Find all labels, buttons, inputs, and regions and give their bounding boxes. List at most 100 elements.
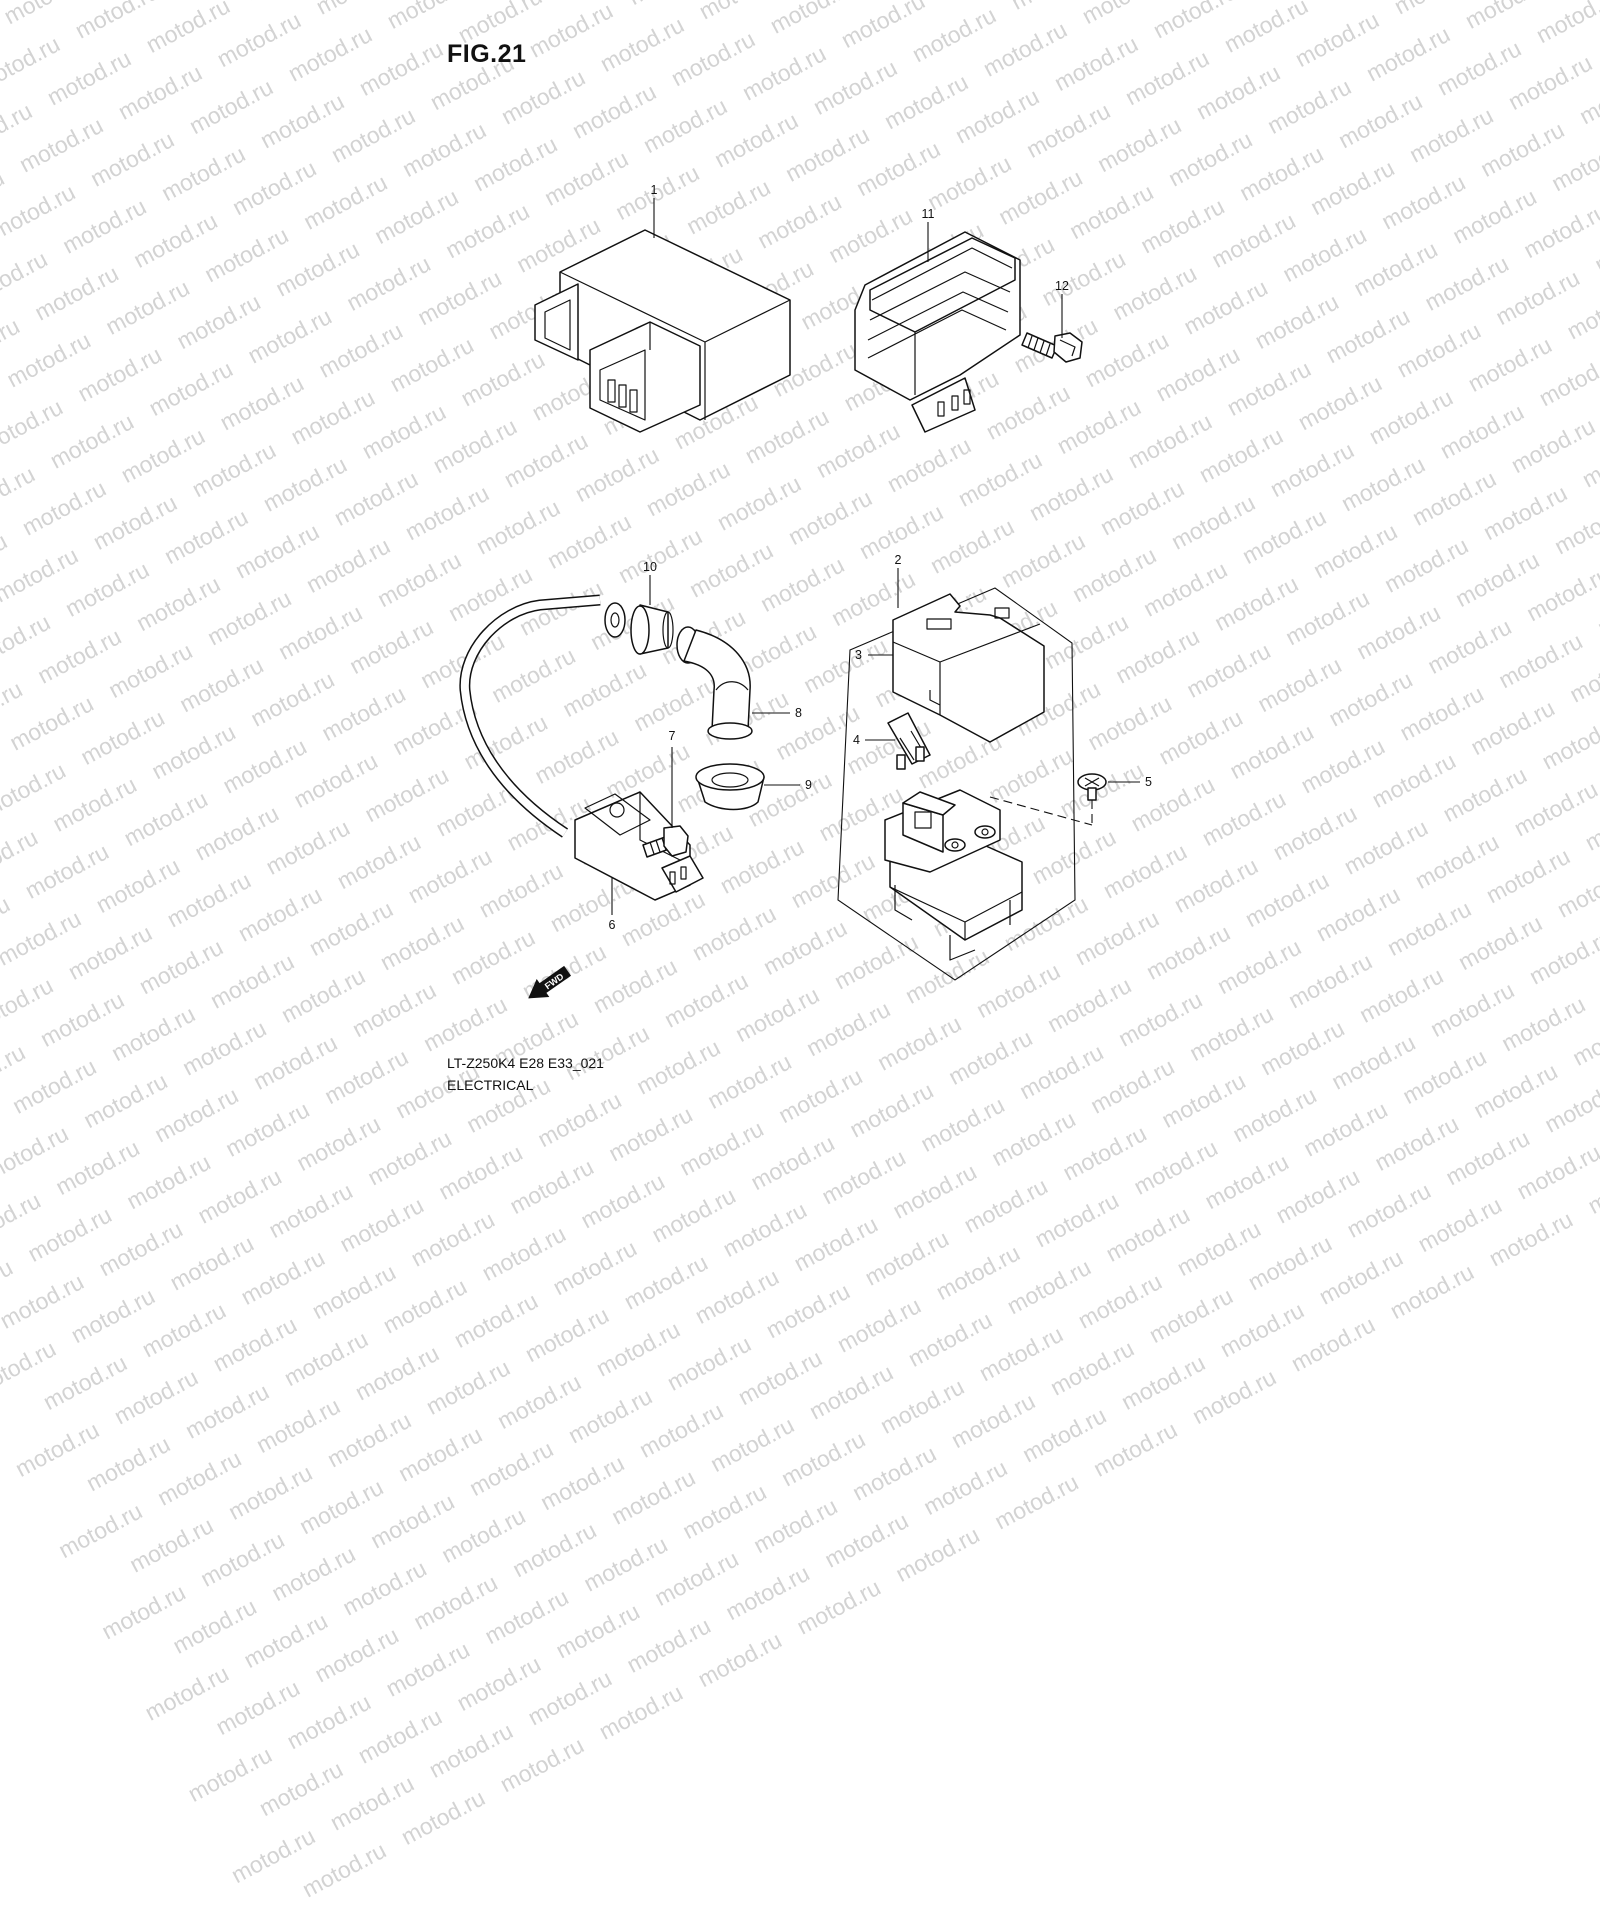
watermark-text: motod.ru [832, 1292, 926, 1358]
watermark-text: motod.ru [946, 1387, 1040, 1454]
watermark-text: motod.ru [424, 1717, 517, 1783]
part-3-relay-cover [892, 593, 1045, 743]
watermark-text: motod.ru [310, 1621, 403, 1688]
watermark-text: motod.ru [777, 1425, 870, 1492]
watermark-text: motod.ru [761, 1277, 855, 1344]
watermark-text: motod.ru [66, 1282, 159, 1349]
watermark-text: motod.ru [792, 1573, 885, 1640]
watermark-text: motod.ru [208, 1311, 302, 1377]
parts-diagram: 1 2 3 4 5 6 7 8 9 10 11 12 FWD [459, 183, 1152, 999]
watermark-text: motod.ru [548, 1234, 641, 1301]
watermark-text: motod.ru [239, 1607, 332, 1674]
watermark-text: motod.ru [1144, 1282, 1238, 1348]
watermark-text: motod.ru [1385, 1258, 1479, 1325]
watermark-text: motod.ru [282, 1688, 375, 1755]
watermark-text: motod.ru [1484, 1205, 1577, 1272]
watermark-text: motod.ru [97, 1578, 190, 1645]
callout-4: 4 [853, 733, 860, 747]
watermark-text: motod.ru [226, 1822, 320, 1889]
watermark-text: motod.ru [366, 1488, 459, 1554]
callout-12: 12 [1055, 279, 1069, 293]
watermark-text: motod.ru [338, 1554, 431, 1621]
watermark-text: motod.ru [1172, 1215, 1265, 1282]
section-name: ELECTRICAL [447, 1077, 534, 1093]
watermark-text: motod.ru [523, 1664, 616, 1731]
watermark-text: motod.ru [749, 1492, 842, 1559]
watermark-text: motod.ru [381, 1636, 474, 1702]
watermark-text: motod.ru [94, 1215, 187, 1282]
watermark-text: motod.ru [393, 1421, 487, 1487]
callout-1: 1 [651, 183, 658, 197]
watermark-text: motod.ru [295, 1473, 388, 1540]
figure-title: FIG.21 [447, 40, 527, 68]
watermark-text: motod.ru [267, 1540, 360, 1607]
watermark-text: motod.ru [891, 1521, 984, 1587]
callout-5: 5 [1145, 775, 1152, 789]
watermark-text: motod.ru [690, 1263, 783, 1329]
watermark-text: motod.ru [1116, 1349, 1210, 1415]
watermark-text: motod.ru [1314, 1244, 1408, 1310]
watermark-text: motod.ru [409, 1569, 502, 1635]
part-1-cdi-unit [534, 229, 791, 433]
watermark-text: motod.ru [325, 1769, 419, 1836]
watermark-text: motod.ru [594, 1679, 687, 1745]
watermark-text: motod.ru [820, 1507, 913, 1573]
watermark-text: motod.ru [168, 1593, 261, 1659]
watermark-text: motod.ru [804, 1358, 898, 1425]
watermark-text: motod.ru [693, 1626, 786, 1693]
part-11-regulator [854, 231, 1021, 433]
watermark-text: motod.ru [1002, 1253, 1095, 1320]
watermark-text: motod.ru [508, 1516, 601, 1583]
part-9-grommet [695, 763, 765, 811]
callout-3: 3 [855, 648, 862, 662]
watermark-text: motod.ru [1286, 1311, 1380, 1377]
watermark-text: motod.ru [251, 1392, 345, 1459]
watermark-text: motod.ru [789, 1210, 882, 1277]
part-7-bolt [642, 825, 689, 858]
watermark-text: motod.ru [183, 1741, 277, 1807]
watermark-text: motod.ru [1089, 1416, 1182, 1482]
fwd-arrow: FWD [528, 965, 572, 999]
watermark-text: motod.ru [165, 1229, 258, 1296]
watermark-text: motod.ru [109, 1363, 203, 1430]
watermark-text: motod.ru [678, 1478, 771, 1544]
watermark-text: motod.ru [495, 1731, 589, 1798]
watermark-text: motod.ru [152, 1445, 246, 1511]
part-4-fuse [887, 712, 931, 770]
watermark-text: motod.ru [81, 1430, 175, 1497]
part-5-mount-line [989, 796, 1093, 826]
part-2-group-outline [837, 587, 1076, 981]
watermark-text: motod.ru [875, 1373, 969, 1439]
watermark-text: motod.ru [1073, 1268, 1167, 1334]
watermark-text: motod.ru [919, 1454, 1012, 1521]
watermark-text: motod.ru [211, 1674, 304, 1740]
watermark-text: motod.ru [0, 1335, 61, 1401]
part-10-seal [604, 602, 674, 655]
watermark-text: motod.ru [619, 1249, 712, 1315]
watermark-text: motod.ru [1215, 1296, 1309, 1363]
watermark-text: motod.ru [10, 1416, 104, 1482]
watermark-text: motod.ru [718, 1196, 811, 1263]
watermark-text: motod.ru [990, 1468, 1083, 1535]
watermark-text: motod.ru [125, 1511, 218, 1578]
watermark-text: motod.ru [322, 1406, 416, 1473]
watermark-text: motod.ru [1101, 1201, 1194, 1267]
watermark-text: motod.ru [721, 1559, 814, 1626]
watermark-text: motod.ru [650, 1545, 743, 1611]
watermark-text: motod.ru [196, 1526, 289, 1592]
watermark-text: motod.ru [622, 1612, 715, 1678]
watermark-text: motod.ru [54, 1497, 147, 1564]
watermark-text: motod.ru [224, 1459, 317, 1525]
callout-9: 9 [805, 778, 812, 792]
watermark-text: motod.ru [1413, 1191, 1506, 1258]
drawing-code: LT-Z250K4 E28 E33_021 [447, 1055, 604, 1071]
watermark-text: motod.ru [449, 1287, 543, 1353]
watermark-text: motod.ru [662, 1330, 756, 1396]
watermark-text: motod.ru [38, 1349, 132, 1416]
watermark-text: motod.ru [733, 1344, 827, 1411]
watermark-text: motod.ru [848, 1440, 941, 1506]
watermark-text: motod.ru [492, 1368, 586, 1435]
watermark-text: motod.ru [180, 1378, 274, 1444]
watermark-text: motod.ru [279, 1325, 373, 1392]
watermark-text: motod.ru [551, 1597, 644, 1664]
